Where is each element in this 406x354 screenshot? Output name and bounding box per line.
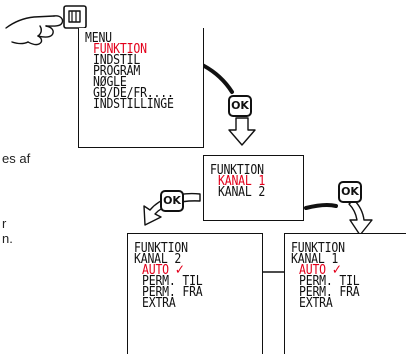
menu-item-indstillinger[interactable]: INDSTILLINGE xyxy=(85,98,197,110)
side-text-line-2: r xyxy=(2,216,6,231)
kanal-1-option-extra[interactable]: EXTRA xyxy=(291,297,400,309)
hollow-arrow-icon xyxy=(229,118,255,145)
ok-button[interactable]: OK xyxy=(338,181,362,203)
curve-to-ok-3 xyxy=(306,205,336,208)
side-text-line-1: es af xyxy=(2,151,30,166)
kanal-1-screen: FUNKTION KANAL 1 AUTO✓ PERM. TIL PERM. F… xyxy=(284,233,406,354)
ok-button[interactable]: OK xyxy=(228,95,252,117)
kanal-2-screen: FUNKTION KANAL 2 AUTO✓ PERM. TIL PERM. F… xyxy=(127,233,263,354)
menu-screen: MENU FUNKTION INDSTIL PROGRAM NØGLE GB/D… xyxy=(78,28,204,148)
hollow-arrow-icon xyxy=(349,200,372,235)
kanal-2-option-extra[interactable]: EXTRA xyxy=(134,297,256,309)
side-text-line-3: n. xyxy=(2,231,13,246)
funktion-item-kanal-2[interactable]: KANAL 2 xyxy=(210,186,297,198)
ok-button[interactable]: OK xyxy=(160,190,184,212)
funktion-screen: FUNKTION KANAL 1 KANAL 2 xyxy=(203,155,304,221)
hand-pressing-button-icon xyxy=(6,6,86,45)
